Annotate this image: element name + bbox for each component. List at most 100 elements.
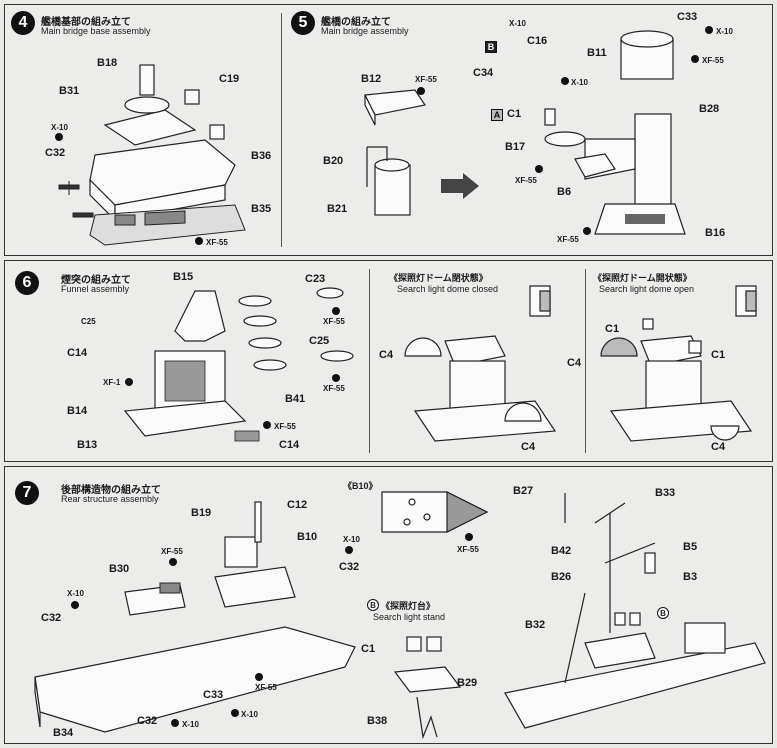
label-xf55: XF-55 <box>457 545 479 554</box>
label-b28: B28 <box>699 103 720 115</box>
label-c23: C23 <box>305 273 326 285</box>
paint-dot <box>705 26 713 34</box>
step-4-number: 4 <box>11 11 35 35</box>
label-b34: B34 <box>53 727 74 739</box>
label-x10: X-10 <box>241 710 258 719</box>
dome-open-title-jp: 《探照灯ドーム開状態》 <box>593 273 692 283</box>
label-c1: C1 <box>711 349 726 361</box>
label-b18: B18 <box>97 57 118 69</box>
tag-b-circle: B <box>657 607 669 619</box>
dome-closed-title-en: Search light dome closed <box>397 284 499 294</box>
label-xf55: XF-55 <box>415 75 437 84</box>
label-x10: X-10 <box>509 19 526 28</box>
b10-inset-drawing <box>381 491 489 533</box>
label-b20: B20 <box>323 155 344 167</box>
label-xf55: XF-55 <box>255 683 277 692</box>
paint-dot <box>345 546 353 554</box>
bridge-base-drawing <box>58 64 246 246</box>
label-x10: X-10 <box>51 123 68 132</box>
paint-dot <box>332 374 340 382</box>
label-b19: B19 <box>191 507 212 519</box>
label-c4: C4 <box>379 349 394 361</box>
label-c1: C1 <box>605 323 620 335</box>
label-b31: B31 <box>59 85 80 97</box>
paint-dot <box>171 719 179 727</box>
paint-dot <box>195 237 203 245</box>
tag-b-circle: B <box>367 599 379 611</box>
label-c19: C19 <box>219 73 240 85</box>
step-6-title-jp: 煙突の組み立て <box>61 275 131 286</box>
dome-open-drawing <box>600 285 757 442</box>
stand-title-jp: 《探照灯台》 <box>381 601 436 611</box>
label-c16: C16 <box>527 35 548 47</box>
b10-inset-title: 《B10》 <box>343 481 378 491</box>
label-b35: B35 <box>251 203 272 215</box>
label-xf1: XF-1 <box>103 378 121 387</box>
label-b38: B38 <box>367 715 388 727</box>
label-b30: B30 <box>109 563 130 575</box>
step-5-title-en: Main bridge assembly <box>321 26 409 36</box>
label-c32: C32 <box>137 715 158 727</box>
label-b29: B29 <box>457 677 478 689</box>
label-c1: C1 <box>507 108 522 120</box>
paint-dot <box>691 55 699 63</box>
tag-a: A <box>491 109 503 121</box>
label-b11: B11 <box>587 47 607 59</box>
tag-b: B <box>485 41 497 53</box>
label-c32: C32 <box>41 612 62 624</box>
step-4-title-jp: 艦橋基部の組み立て <box>41 17 131 28</box>
label-b5: B5 <box>683 541 698 553</box>
stand-drawing <box>393 636 462 740</box>
stand-title-en: Search light stand <box>373 612 446 622</box>
panel-divider <box>585 269 586 453</box>
label-c12: C12 <box>287 499 308 511</box>
step-7-title-jp: 後部構造物の組み立て <box>61 485 161 496</box>
paint-dot <box>71 601 79 609</box>
bridge-right-drawing <box>544 30 686 235</box>
panel-step-6: 6 煙突の組み立て Funnel assembly B15 C23 XF-55 … <box>4 260 773 462</box>
label-x10: X-10 <box>182 720 199 729</box>
label-b10: B10 <box>297 531 318 543</box>
label-xf55: XF-55 <box>515 176 537 185</box>
paint-dot <box>231 709 239 717</box>
label-c33: C33 <box>203 689 224 701</box>
panel-steps-4-5: 4 艦橋基部の組み立て Main bridge base assembly B1… <box>4 4 773 256</box>
label-b27: B27 <box>513 485 534 497</box>
label-b16: B16 <box>705 227 726 239</box>
label-xf55: XF-55 <box>161 547 183 556</box>
label-c4: C4 <box>567 357 582 369</box>
label-c1: C1 <box>361 643 376 655</box>
funnel-drawing <box>123 287 354 442</box>
label-b32: B32 <box>525 619 546 631</box>
mast-drawing <box>504 493 766 729</box>
label-b41: B41 <box>285 393 306 405</box>
step-4-title-en: Main bridge base assembly <box>41 26 151 36</box>
label-c4: C4 <box>711 441 726 453</box>
label-xf55: XF-55 <box>323 384 345 393</box>
label-b17: B17 <box>505 141 526 153</box>
panel-step-7: 7 後部構造物の組み立て Rear structure assembly B19… <box>4 466 773 744</box>
label-b12: B12 <box>361 73 382 85</box>
paint-dot <box>255 673 263 681</box>
paint-dot <box>535 165 543 173</box>
paint-dot <box>417 87 425 95</box>
label-c25: C25 <box>309 335 330 347</box>
label-b21: B21 <box>327 203 348 215</box>
label-xf55: C25 <box>81 317 96 326</box>
paint-dot <box>125 378 133 386</box>
label-xf55: XF-55 <box>274 422 296 431</box>
label-b3: B3 <box>683 571 698 583</box>
label-b26: B26 <box>551 571 572 583</box>
label-b6: B6 <box>557 186 572 198</box>
step-7-number: 7 <box>15 481 39 505</box>
label-c34: C34 <box>473 67 494 79</box>
label-x10: X-10 <box>716 27 733 36</box>
label-xf55: XF-55 <box>323 317 345 326</box>
label-c33: C33 <box>677 11 698 23</box>
label-b42: B42 <box>551 545 572 557</box>
label-x10: X-10 <box>343 535 360 544</box>
dome-closed-title-jp: 《探照灯ドーム閉状態》 <box>389 273 488 283</box>
dome-open-title-en: Search light dome open <box>599 284 695 294</box>
label-c14: C14 <box>279 439 300 451</box>
step-6-number: 6 <box>15 271 39 295</box>
